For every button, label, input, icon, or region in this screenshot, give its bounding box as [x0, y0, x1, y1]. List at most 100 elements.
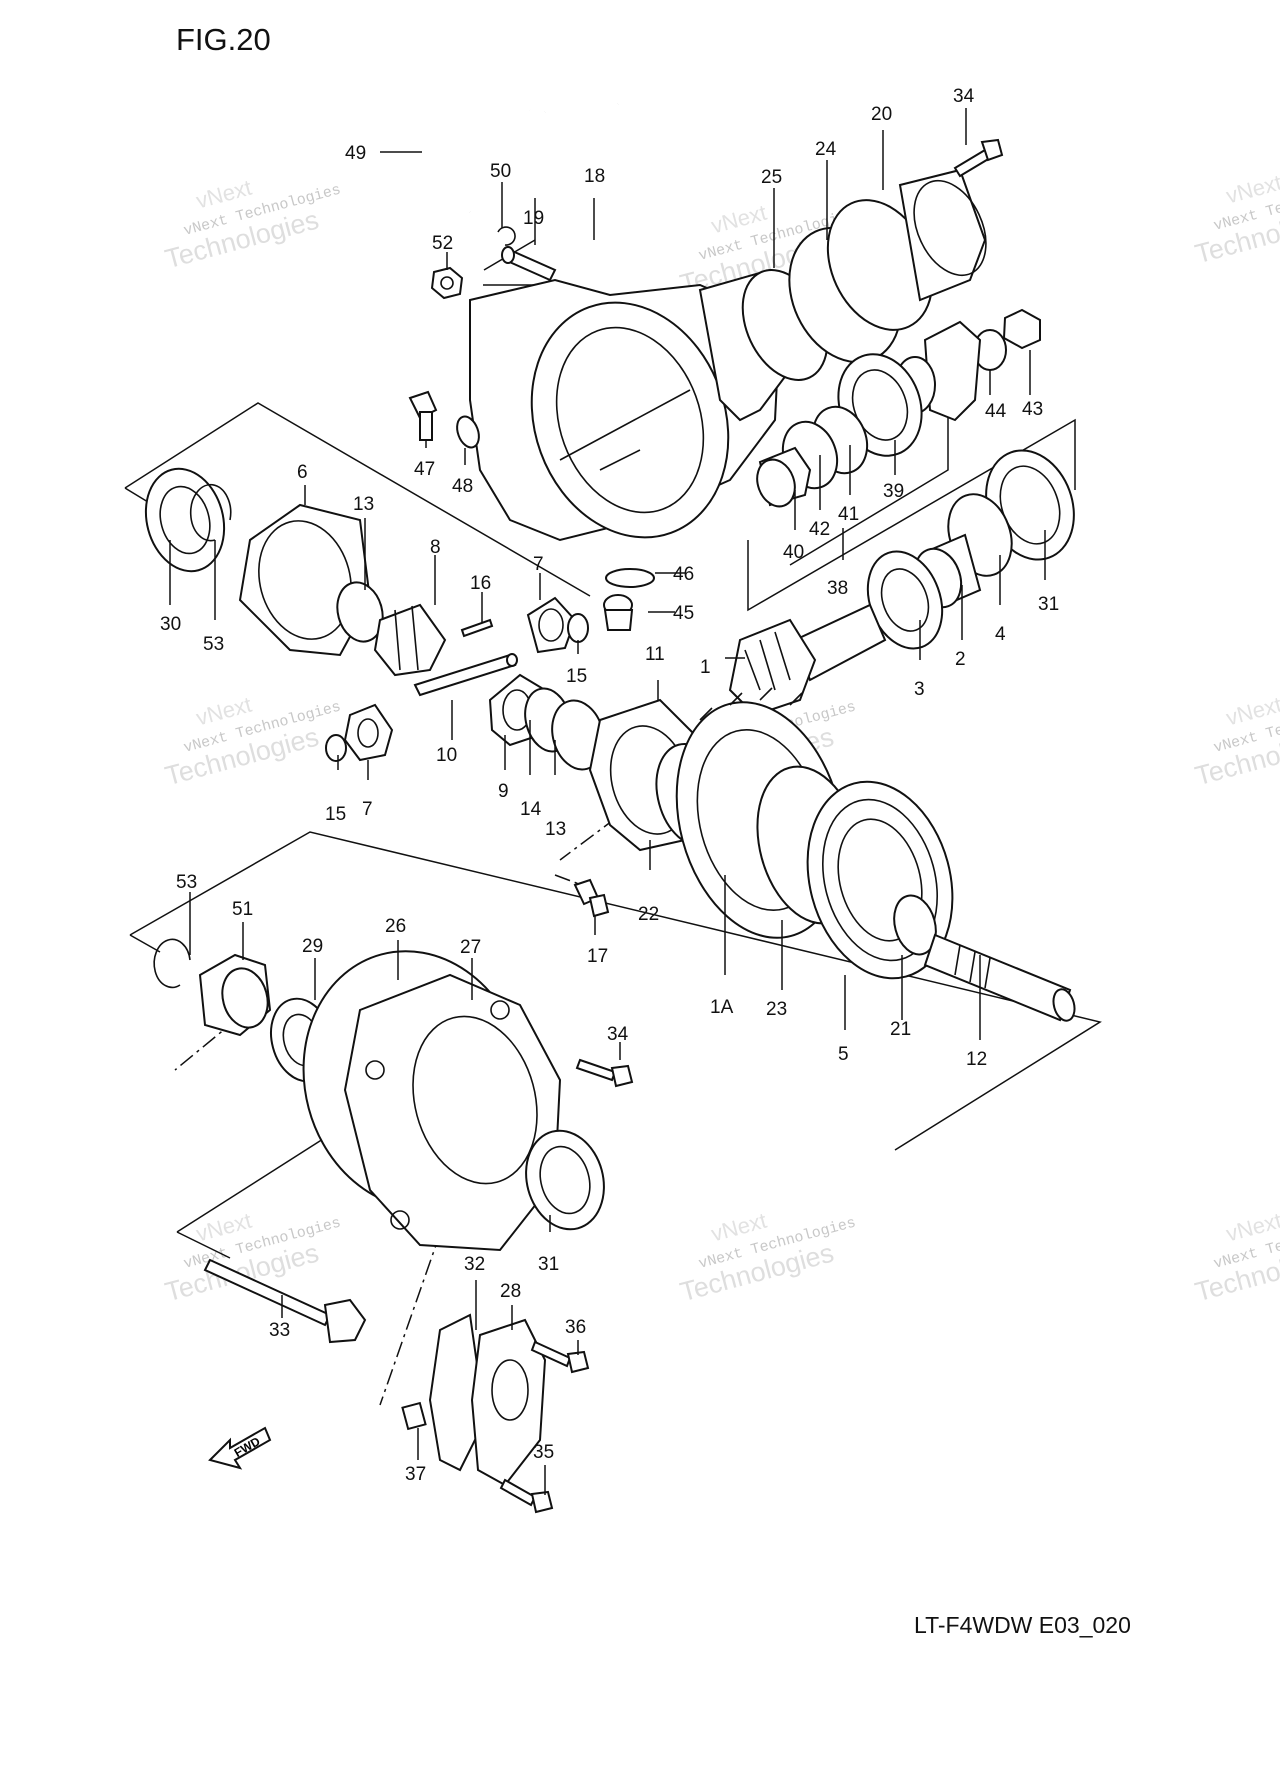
bolt-34-lower [575, 1058, 634, 1088]
washer-15-lower [325, 734, 347, 762]
lower-assembly-bracket [129, 831, 1102, 1151]
pinion-shaft-10 [413, 653, 518, 697]
callout-21: 21 [890, 1019, 911, 1040]
figure-title: FIG.20 [176, 22, 271, 57]
nut-43 [1002, 308, 1041, 350]
document-code: LT-F4WDW E03_020 [914, 1612, 1131, 1638]
pinion-gear-7-upper [526, 596, 577, 654]
parts: FWD [144, 96, 1076, 1514]
nut-52 [430, 266, 464, 300]
callout-43: 43 [1022, 399, 1043, 420]
callout-17: 17 [587, 946, 608, 967]
extension-housing-20 [826, 168, 987, 331]
gasket-32 [428, 1313, 487, 1472]
circlip-53-lower [153, 938, 191, 989]
pinion-gear-7-lower [343, 703, 394, 762]
upper-assembly-bracket [124, 402, 591, 597]
bolt-35 [499, 1478, 554, 1514]
callout-13-upper: 13 [353, 494, 374, 515]
callout-8: 8 [430, 537, 441, 558]
callout-15-upper: 15 [566, 666, 587, 687]
bolt-17 [573, 878, 610, 918]
callout-20: 20 [871, 104, 892, 125]
callout-33: 33 [269, 1320, 290, 1341]
nut-45 [603, 594, 634, 631]
callout-22: 22 [638, 904, 659, 925]
callout-6: 6 [297, 462, 308, 483]
callout-51: 51 [232, 899, 253, 920]
upper-assembly-bracket-tick [124, 487, 149, 503]
leader-lines [169, 108, 1046, 1495]
callout-3: 3 [914, 679, 925, 700]
housing-bracket-tick [176, 1231, 231, 1259]
callout-2: 2 [955, 649, 966, 670]
callout-5: 5 [838, 1044, 849, 1065]
callout-31-upper: 31 [1038, 594, 1059, 615]
callout-4: 4 [995, 624, 1006, 645]
callout-9: 9 [498, 781, 509, 802]
callout-10: 10 [436, 745, 457, 766]
rear-housing-27 [343, 973, 562, 1252]
assembly-outlines [124, 239, 1102, 1406]
callout-41: 41 [838, 504, 859, 525]
callout-39: 39 [883, 481, 904, 502]
bearing-retainer-51 [198, 953, 272, 1037]
callout-23: 23 [766, 999, 787, 1020]
circlip-53-upper [189, 483, 232, 542]
side-gear-8 [373, 603, 447, 677]
dowel-37 [401, 1401, 427, 1431]
callout-1A: 1A [710, 997, 734, 1018]
oil-seal-30 [144, 467, 226, 573]
callout-28: 28 [500, 1281, 521, 1302]
callout-14: 14 [520, 799, 542, 820]
pin-16 [460, 618, 494, 638]
pinion-assembly-bracket [747, 418, 1076, 612]
callout-45: 45 [673, 603, 694, 624]
callout-35: 35 [533, 1442, 554, 1463]
callout-37: 37 [405, 1464, 426, 1485]
callout-labels: 49 50 19 18 52 25 24 20 34 43 44 47 48 6… [160, 86, 1059, 1485]
callout-49: 49 [345, 143, 366, 164]
cover-28 [470, 1318, 547, 1487]
washer-15-upper [567, 613, 589, 643]
lower-assembly-bracket-tick [129, 934, 161, 953]
callout-11: 11 [645, 644, 665, 665]
callout-32: 32 [464, 1254, 485, 1275]
shim-13-upper [336, 581, 384, 643]
pin-19 [501, 246, 557, 282]
callout-48: 48 [452, 476, 473, 497]
callout-18: 18 [584, 166, 605, 187]
callout-12: 12 [966, 1049, 987, 1070]
callout-36: 36 [565, 1317, 586, 1338]
bolt-36 [530, 1340, 590, 1374]
bolt-33 [203, 1258, 367, 1344]
callout-40: 40 [783, 542, 804, 563]
callout-53-lower: 53 [176, 872, 197, 893]
callout-38: 38 [827, 578, 848, 599]
callout-25: 25 [761, 167, 782, 188]
callout-19: 19 [523, 208, 544, 229]
washer-48 [456, 415, 480, 449]
callout-16: 16 [470, 573, 491, 594]
callout-42: 42 [809, 519, 830, 540]
output-shaft-12 [923, 933, 1076, 1022]
centre-line [559, 799, 641, 861]
housing-18 [469, 268, 802, 542]
bolt-47 [408, 390, 438, 441]
callout-44: 44 [985, 401, 1007, 422]
spacer-40 [756, 446, 812, 508]
callout-27: 27 [460, 937, 481, 958]
breather-hose-49 [416, 96, 619, 217]
callout-29: 29 [302, 936, 323, 957]
bearing-31-lower [525, 1129, 605, 1231]
seal-21 [893, 894, 937, 956]
callout-31-lower: 31 [538, 1254, 559, 1275]
callout-7-upper: 7 [533, 554, 544, 575]
callout-50: 50 [490, 161, 511, 182]
callout-1: 1 [700, 657, 711, 678]
bolt-34-top [953, 138, 1004, 178]
callout-47: 47 [414, 459, 435, 480]
callout-26: 26 [385, 916, 406, 937]
callout-15-lower: 15 [325, 804, 346, 825]
